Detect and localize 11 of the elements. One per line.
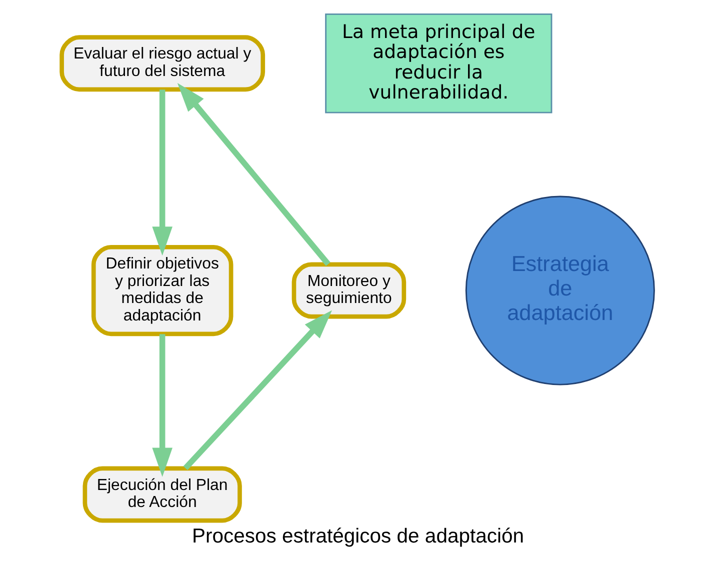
- node-box: Evaluar el riesgo actual y futuro del sistema: [59, 35, 265, 92]
- node-box: La meta principal de adaptación es reducir la vulnerabilidad.: [324, 13, 552, 114]
- arrow: [152, 90, 172, 256]
- caption: Procesos estratégicos de adaptación: [191, 526, 524, 548]
- arrow: [176, 82, 330, 266]
- arrow: [182, 310, 332, 470]
- node-circle: Estrategia de adaptación: [464, 196, 654, 386]
- node-box: Ejecución del Plan de Acción: [82, 466, 242, 523]
- node-box: Monitoreo y seguimiento: [291, 262, 406, 319]
- arrow: [152, 334, 172, 477]
- node-box: Definir objetivos y priorizar las medidas de adaptación: [90, 244, 233, 336]
